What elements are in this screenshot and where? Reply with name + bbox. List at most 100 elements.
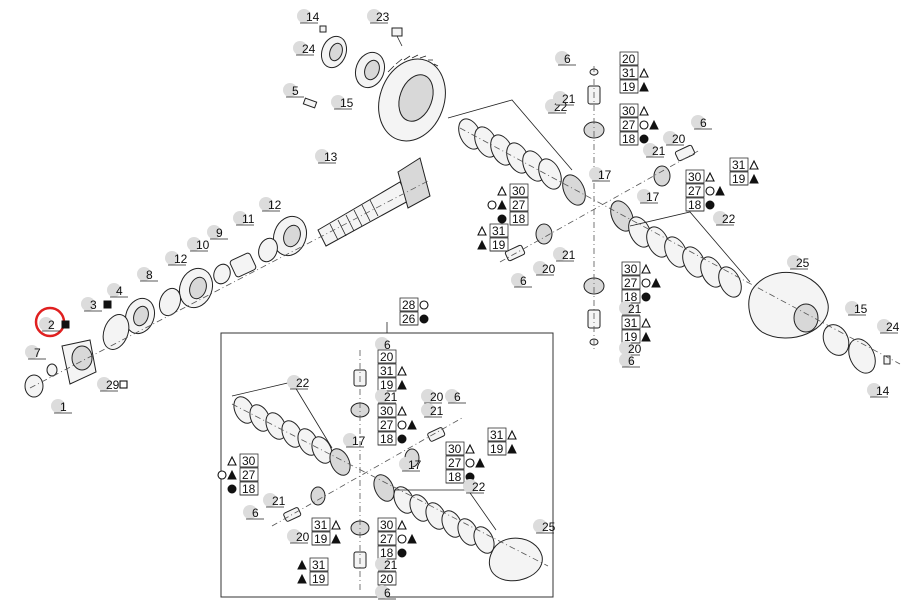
callout-p31b[interactable]: 31 bbox=[729, 157, 759, 172]
callout-p18c[interactable]: 18 bbox=[497, 211, 529, 226]
callout-p19e[interactable]: 19 bbox=[377, 377, 407, 392]
callout-p13[interactable]: 13 bbox=[315, 149, 338, 164]
part-number: 29 bbox=[106, 378, 120, 392]
callout-p19d[interactable]: 19 bbox=[621, 329, 651, 344]
callout-p20g[interactable]: 20 bbox=[287, 529, 310, 544]
callout-p17c[interactable]: 17 bbox=[343, 433, 366, 448]
callout-p20e[interactable]: 20 bbox=[377, 349, 397, 364]
callout-p25b[interactable]: 25 bbox=[533, 519, 556, 534]
callout-p19f[interactable]: 19 bbox=[487, 441, 517, 456]
callout-p20c[interactable]: 20 bbox=[533, 261, 556, 276]
callout-p6g[interactable]: 6 bbox=[243, 505, 264, 520]
callout-p20d[interactable]: 20 bbox=[619, 341, 642, 356]
callout-p27b[interactable]: 27 bbox=[685, 183, 725, 198]
callout-p21g[interactable]: 21 bbox=[263, 493, 286, 508]
callout-p9[interactable]: 9 bbox=[207, 225, 228, 240]
callout-p30c[interactable]: 30 bbox=[497, 183, 529, 198]
callout-p27e[interactable]: 27 bbox=[377, 417, 417, 432]
callout-p4[interactable]: 4 bbox=[107, 283, 128, 298]
callout-p30a[interactable]: 30 bbox=[619, 103, 649, 118]
callout-p6a[interactable]: 6 bbox=[555, 51, 576, 66]
callout-p21h[interactable]: 21 bbox=[375, 557, 398, 572]
callout-p6c[interactable]: 6 bbox=[511, 273, 532, 288]
callout-p18e[interactable]: 18 bbox=[377, 431, 407, 446]
part-number: 20 bbox=[622, 52, 636, 66]
callout-p6h[interactable]: 6 bbox=[375, 585, 396, 600]
callout-p28[interactable]: 28 bbox=[399, 297, 429, 312]
callout-p31e[interactable]: 31 bbox=[377, 363, 407, 378]
callout-p31f[interactable]: 31 bbox=[487, 427, 517, 442]
callout-p14b[interactable]: 14 bbox=[867, 383, 890, 398]
callout-p17b[interactable]: 17 bbox=[637, 189, 660, 204]
callout-p20b[interactable]: 20 bbox=[663, 131, 686, 146]
callout-p30h[interactable]: 30 bbox=[377, 517, 407, 532]
callout-p27h[interactable]: 27 bbox=[377, 531, 417, 546]
callout-p30f[interactable]: 30 bbox=[445, 441, 475, 456]
callout-p3[interactable]: 3 bbox=[81, 297, 112, 312]
callout-p27d[interactable]: 27 bbox=[621, 275, 661, 290]
callout-p20f[interactable]: 20 bbox=[421, 389, 444, 404]
callout-p15b[interactable]: 15 bbox=[845, 301, 868, 316]
callout-p31g[interactable]: 31 bbox=[311, 517, 341, 532]
callout-p11[interactable]: 11 bbox=[233, 211, 255, 226]
callout-p20h[interactable]: 20 bbox=[377, 571, 397, 586]
callout-p30g[interactable]: 30 bbox=[227, 453, 259, 468]
callout-p6f[interactable]: 6 bbox=[445, 389, 466, 404]
callout-p27a[interactable]: 27 bbox=[619, 117, 659, 132]
callout-p21a[interactable]: 21 bbox=[553, 91, 576, 106]
callout-p18d[interactable]: 18 bbox=[621, 289, 651, 304]
callout-p27g[interactable]: 27 bbox=[217, 467, 259, 482]
callout-p20a[interactable]: 20 bbox=[619, 51, 639, 66]
callout-p15a[interactable]: 15 bbox=[331, 95, 354, 110]
callout-p30b[interactable]: 30 bbox=[685, 169, 715, 184]
callout-p23[interactable]: 23 bbox=[367, 9, 390, 24]
callout-p21d[interactable]: 21 bbox=[619, 301, 642, 316]
callout-p31a[interactable]: 31 bbox=[619, 65, 649, 80]
callout-p12b[interactable]: 12 bbox=[165, 251, 188, 266]
callout-p19h[interactable]: 19 bbox=[297, 571, 329, 586]
callout-p19a[interactable]: 19 bbox=[619, 79, 649, 94]
callout-p31h[interactable]: 31 bbox=[297, 557, 329, 572]
callout-p19c[interactable]: 19 bbox=[477, 237, 509, 252]
callout-p21e[interactable]: 21 bbox=[375, 389, 398, 404]
callout-p22d[interactable]: 22 bbox=[463, 479, 486, 494]
callout-p29[interactable]: 29 bbox=[97, 377, 128, 392]
callout-p1[interactable]: 1 bbox=[51, 399, 72, 414]
callout-p17d[interactable]: 17 bbox=[399, 457, 422, 472]
callout-p8[interactable]: 8 bbox=[137, 267, 158, 282]
callout-p18g[interactable]: 18 bbox=[227, 481, 259, 496]
callout-p31c[interactable]: 31 bbox=[477, 223, 509, 238]
callout-p30e[interactable]: 30 bbox=[377, 403, 407, 418]
callout-p21c[interactable]: 21 bbox=[553, 247, 576, 262]
symbol-circ-filled bbox=[641, 292, 651, 302]
callout-p21b[interactable]: 21 bbox=[643, 143, 666, 158]
callout-p22c[interactable]: 22 bbox=[287, 375, 310, 390]
callout-p30d[interactable]: 30 bbox=[621, 261, 651, 276]
callout-p12a[interactable]: 12 bbox=[259, 197, 282, 212]
callout-p14a[interactable]: 14 bbox=[297, 9, 320, 24]
callout-p24b[interactable]: 24 bbox=[877, 319, 900, 334]
callout-p2[interactable]: 2 bbox=[39, 317, 70, 332]
callout-p7[interactable]: 7 bbox=[25, 345, 46, 360]
callout-p6d[interactable]: 6 bbox=[619, 353, 640, 368]
callout-p5[interactable]: 5 bbox=[283, 83, 304, 98]
callout-p10[interactable]: 10 bbox=[187, 237, 210, 252]
callout-p6b[interactable]: 6 bbox=[691, 115, 712, 130]
callout-p26[interactable]: 26 bbox=[399, 311, 429, 326]
callout-p18f[interactable]: 18 bbox=[445, 469, 475, 484]
part-number: 21 bbox=[272, 494, 286, 508]
callout-p25a[interactable]: 25 bbox=[787, 255, 810, 270]
callout-p18h[interactable]: 18 bbox=[377, 545, 407, 560]
callout-p19g[interactable]: 19 bbox=[311, 531, 341, 546]
callout-p18b[interactable]: 18 bbox=[685, 197, 715, 212]
callout-p21f[interactable]: 21 bbox=[421, 403, 444, 418]
callout-p27f[interactable]: 27 bbox=[445, 455, 485, 470]
callout-p17a[interactable]: 17 bbox=[589, 167, 612, 182]
callout-p31d[interactable]: 31 bbox=[621, 315, 651, 330]
callout-p19b[interactable]: 19 bbox=[729, 171, 759, 186]
callout-p22b[interactable]: 22 bbox=[713, 211, 736, 226]
part-number: 6 bbox=[564, 52, 571, 66]
callout-p24a[interactable]: 24 bbox=[293, 41, 316, 56]
callout-p18a[interactable]: 18 bbox=[619, 131, 649, 146]
callout-p27c[interactable]: 27 bbox=[487, 197, 529, 212]
